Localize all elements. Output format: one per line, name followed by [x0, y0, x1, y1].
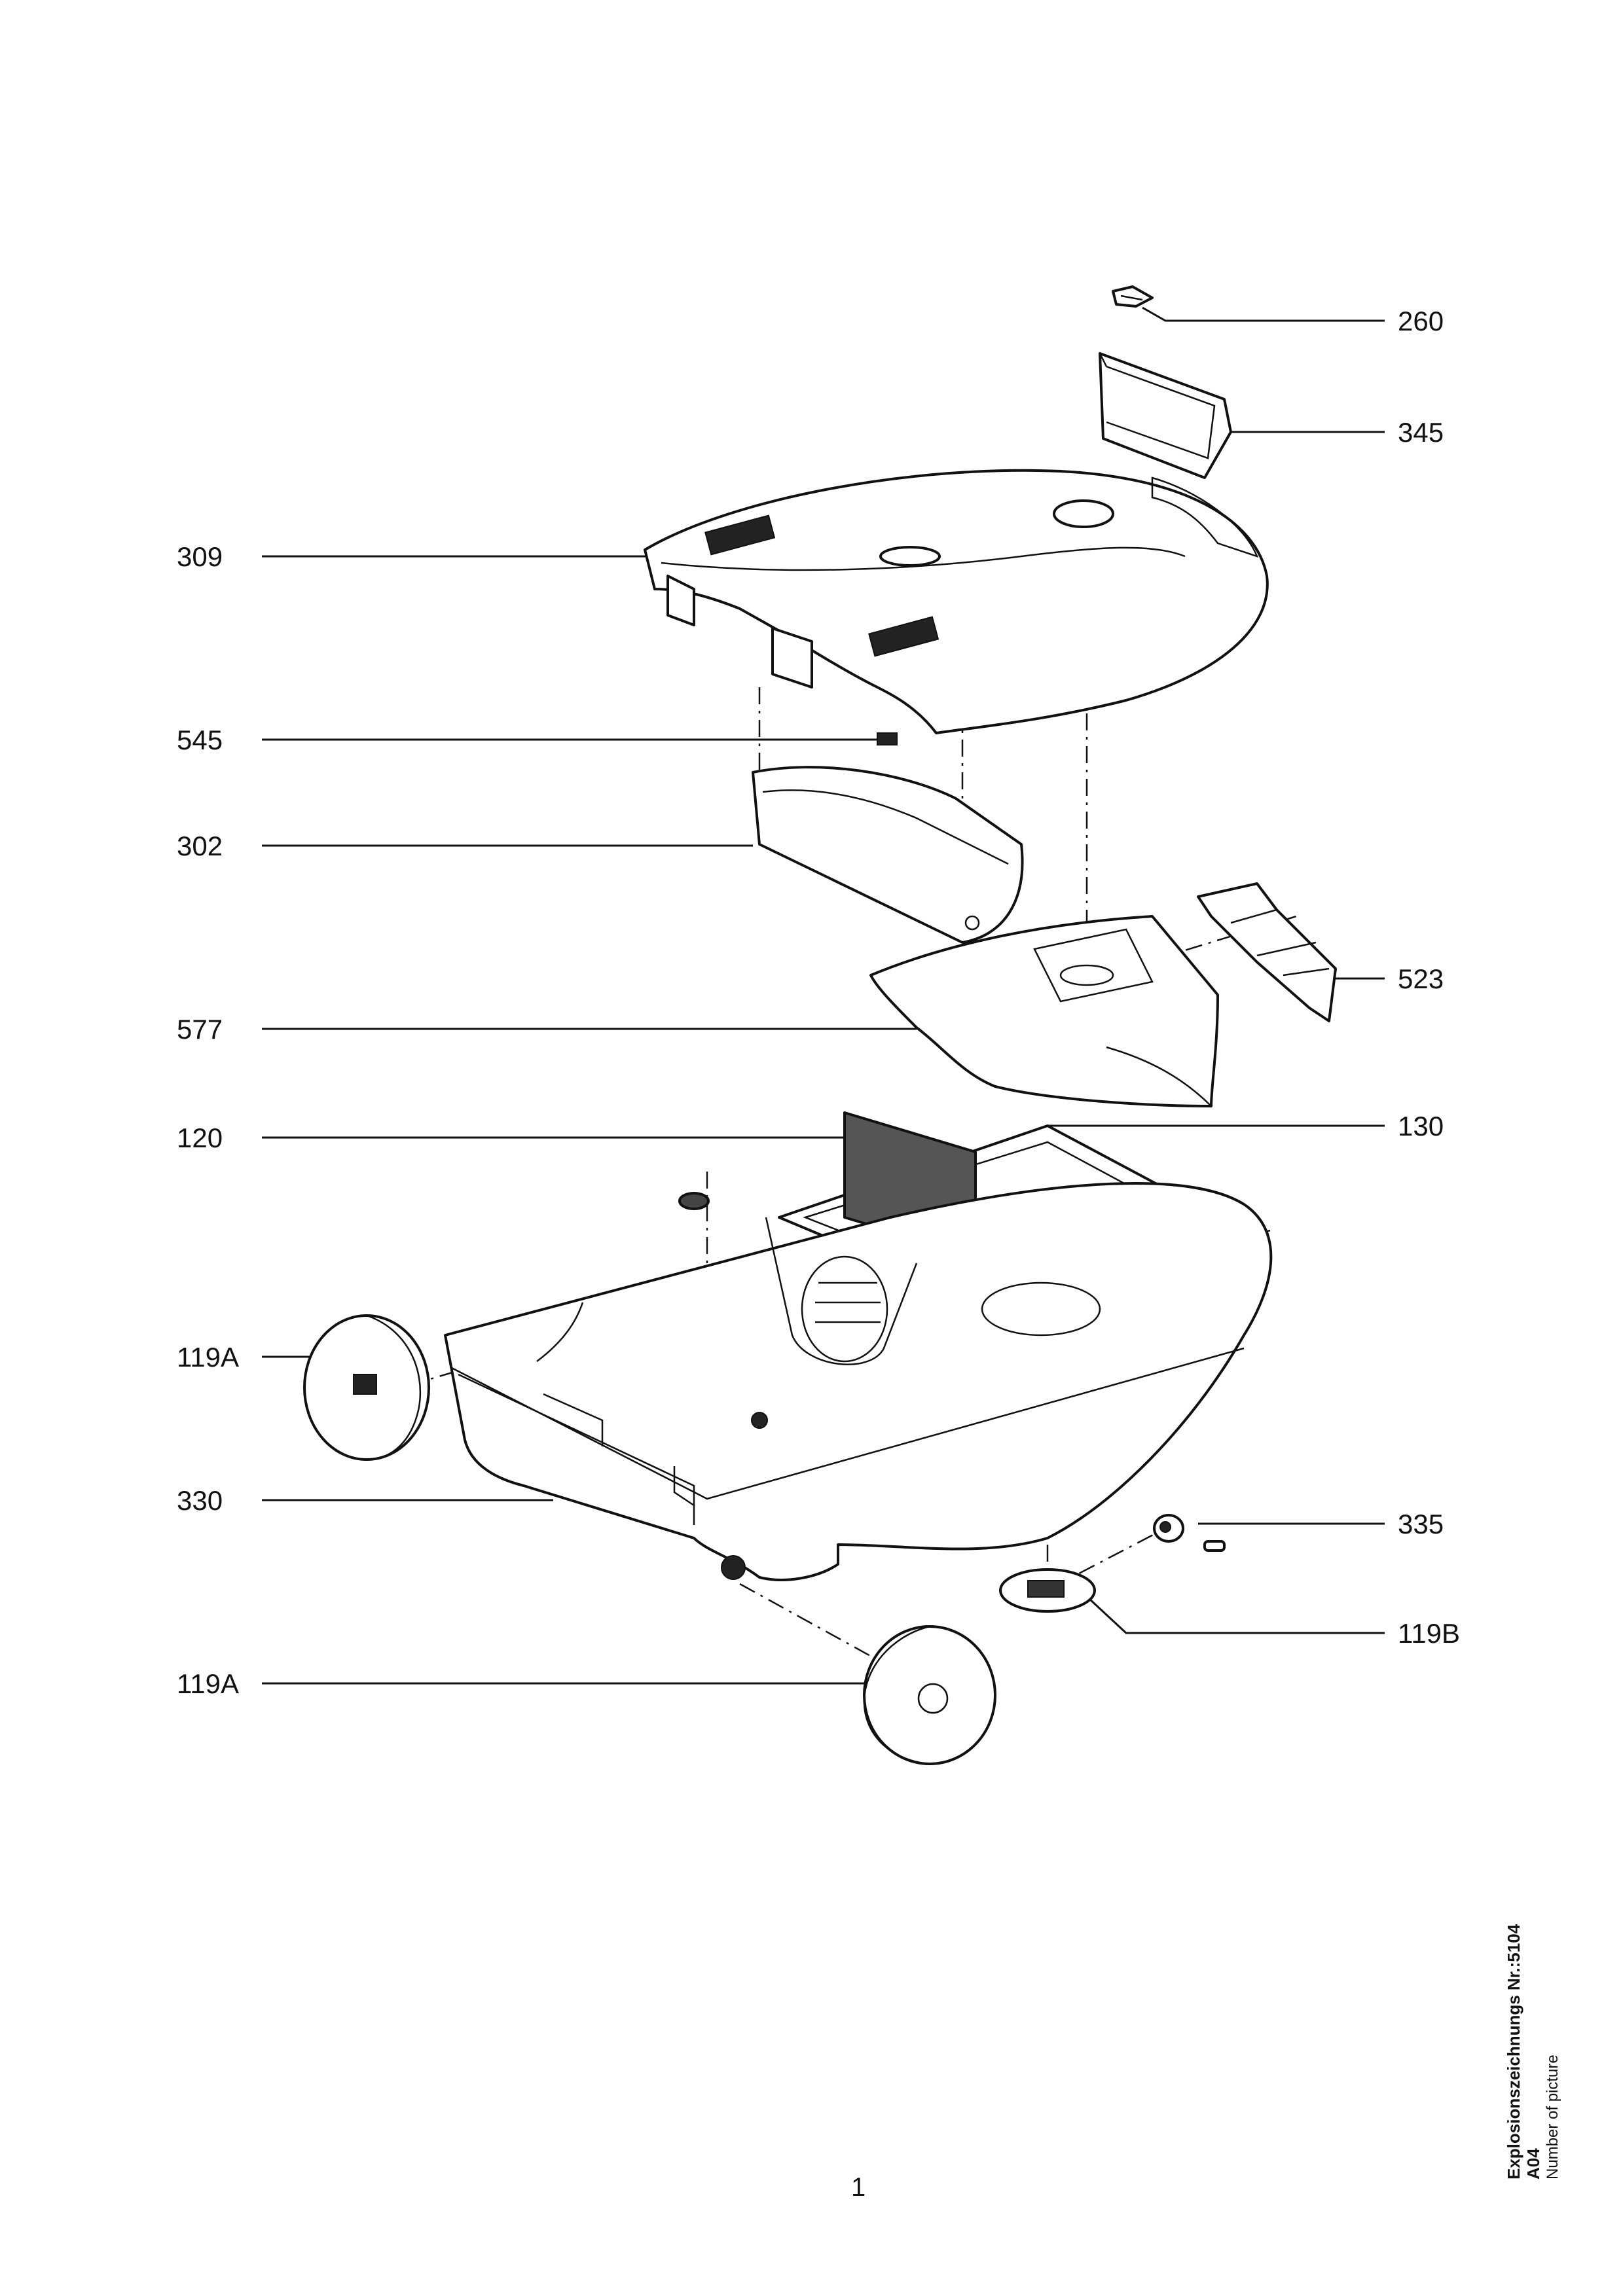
page-number: 1 — [851, 2173, 866, 2202]
part-330-housing — [444, 1182, 1273, 1581]
drawing-title: Explosionszeichnungs Nr.:5104 A04 — [1504, 1924, 1543, 2179]
callout-330: 330 — [177, 1485, 223, 1516]
part-309-top-cover — [644, 469, 1269, 734]
callout-545: 545 — [177, 725, 223, 755]
part-523-bracket — [1197, 882, 1337, 1022]
drawing-subtitle: Number of picture — [1543, 2054, 1561, 2179]
callout-119a-bottom: 119A — [177, 1668, 239, 1699]
callout-130: 130 — [1398, 1111, 1444, 1141]
part-260-clip — [1112, 285, 1154, 308]
callout-119a-top: 119A — [177, 1342, 239, 1372]
part-335-roller — [1153, 1514, 1226, 1552]
part-345-handle — [1099, 352, 1232, 479]
part-577-dust-bag — [869, 915, 1219, 1107]
part-302-cassette — [752, 766, 1024, 944]
drawing-caption: Explosionszeichnungs Nr.:5104 A04 Number… — [1504, 1918, 1561, 2179]
callout-119b: 119B — [1398, 1618, 1460, 1649]
callout-120: 120 — [177, 1122, 223, 1153]
leader-lines — [262, 306, 1385, 1685]
leader-119b — [1079, 1589, 1385, 1634]
callout-577: 577 — [177, 1014, 223, 1045]
callout-523: 523 — [1398, 963, 1444, 994]
leader-260 — [1142, 306, 1385, 322]
part-119a-wheel-top — [303, 1314, 430, 1461]
callout-260: 260 — [1398, 306, 1444, 336]
callout-302: 302 — [177, 831, 223, 861]
part-119a-wheel-bottom — [863, 1625, 996, 1765]
callout-335: 335 — [1398, 1509, 1444, 1539]
part-119b-hub — [999, 1568, 1096, 1613]
callout-309: 309 — [177, 541, 223, 572]
part-545 — [877, 732, 898, 745]
callout-345: 345 — [1398, 417, 1444, 448]
